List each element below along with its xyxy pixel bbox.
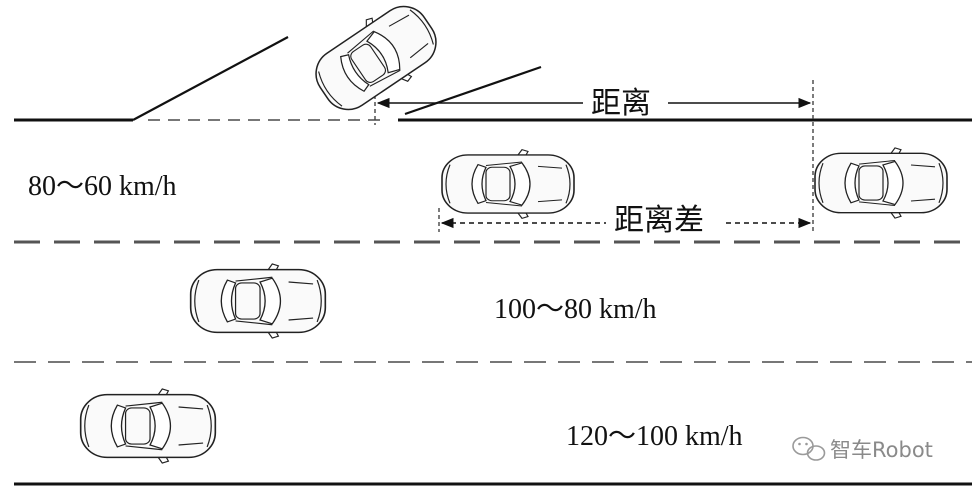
ghost-car (441, 148, 575, 220)
top-road-edge (14, 36, 972, 122)
wechat-icon (792, 436, 826, 461)
lane3-speed-label: 120～100 km/h (566, 421, 743, 452)
watermark-text: 智车Robot (830, 438, 933, 462)
lane2-speed-label: 100～80 km/h (494, 294, 657, 325)
lane1-speed-label: 80～60 km/h (28, 171, 177, 202)
distance-gap-label: 距离差 (614, 203, 704, 238)
merging-car (302, 0, 450, 125)
ramp-inner-edge (404, 65, 542, 116)
distance-label: 距离 (591, 86, 651, 121)
car-lane2 (189, 263, 327, 339)
watermark: 智车Robot (792, 436, 933, 462)
car-lane3 (79, 388, 217, 464)
lead-car-lane1 (814, 147, 948, 219)
